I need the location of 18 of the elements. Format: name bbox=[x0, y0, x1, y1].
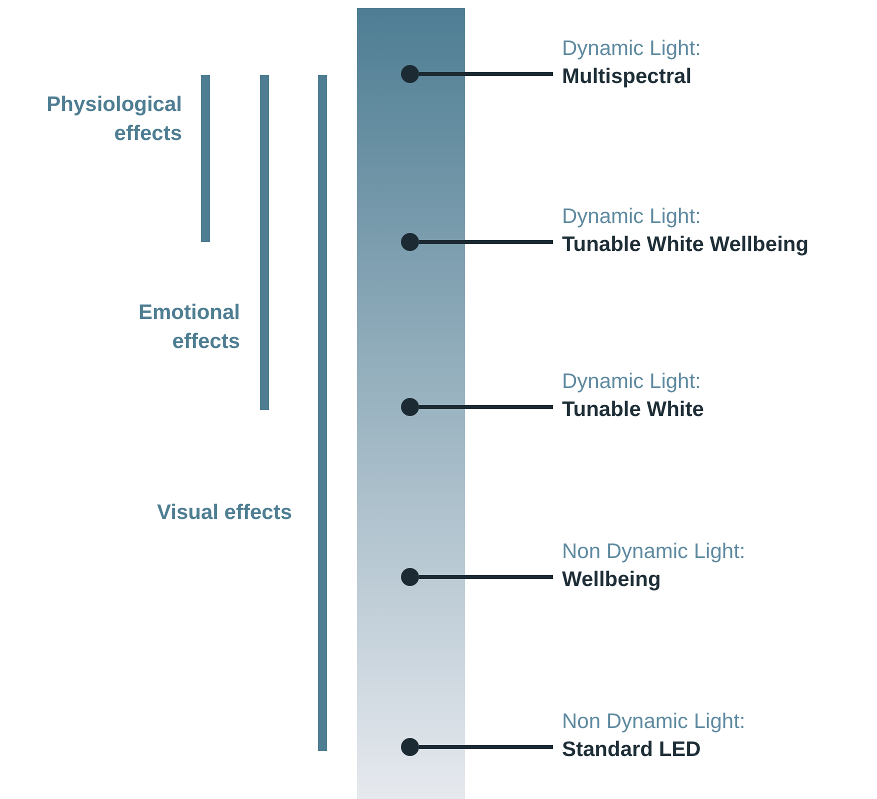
product-name: Tunable White Wellbeing bbox=[562, 232, 809, 258]
product-name: Wellbeing bbox=[562, 567, 662, 593]
product-name: Multispectral bbox=[562, 64, 693, 90]
category-text: Dynamic Light: bbox=[562, 36, 701, 62]
effect-label: Visual effects bbox=[156, 500, 292, 526]
category-text: Dynamic Light: bbox=[562, 369, 702, 395]
leader-line bbox=[419, 72, 553, 76]
category-text: Dynamic Light: bbox=[562, 204, 702, 230]
leader-line bbox=[419, 575, 553, 579]
effect-label: Emotional effects bbox=[137, 300, 240, 355]
leader-line bbox=[419, 240, 553, 244]
effect-label: Physiological effects bbox=[46, 92, 182, 147]
leader-line bbox=[419, 405, 553, 409]
product-name: Tunable White bbox=[562, 397, 704, 423]
category-text: Non Dynamic Light: bbox=[562, 709, 746, 735]
leader-line bbox=[419, 745, 553, 749]
category-text: Non Dynamic Light: bbox=[562, 539, 746, 565]
product-name: Standard LED bbox=[562, 737, 702, 763]
